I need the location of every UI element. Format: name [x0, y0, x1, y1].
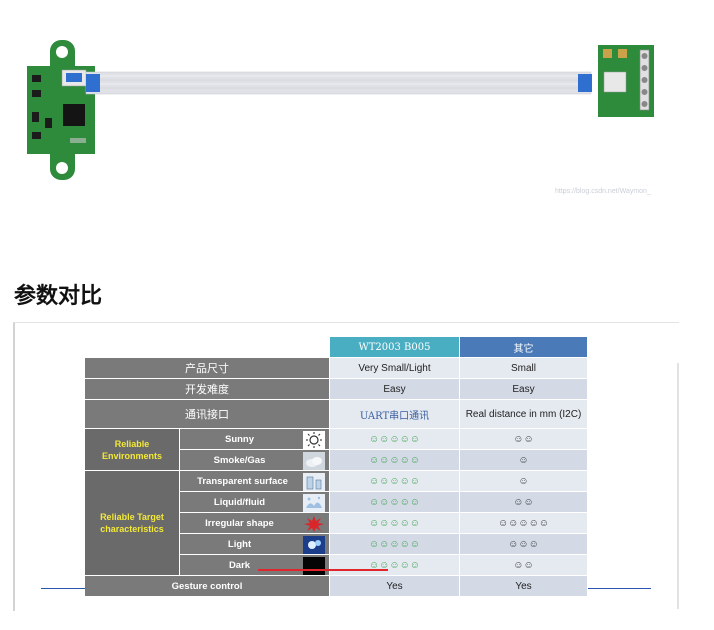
red-underline: [258, 569, 388, 571]
sub-label-text: Dark: [228, 559, 251, 571]
table-row: Reliable Target characteristics Transpar…: [85, 471, 588, 576]
rating: ☺: [518, 475, 529, 487]
cell-a: ☺☺☺☺☺: [330, 471, 460, 492]
table-row: Reliable Environments Sunny ☺☺☺☺☺ ☺☺: [85, 429, 588, 471]
sub-label: Dark: [180, 555, 330, 576]
cell-a: Very Small/Light: [330, 358, 460, 379]
row-label: 开发难度: [85, 379, 330, 400]
rating: ☺☺☺: [508, 538, 539, 550]
sub-label-text: Liquid/fluid: [213, 496, 266, 508]
rating: ☺☺☺☺☺: [368, 454, 421, 466]
cell-b: ☺☺: [460, 429, 588, 450]
header-other: 其它: [460, 337, 588, 358]
rating: ☺: [518, 454, 529, 466]
right-edge-line: [677, 363, 679, 609]
cell-b: ☺: [460, 471, 588, 492]
comparison-screenshot: WT2003 B005 其它 产品尺寸 Very Small/Light Sma…: [13, 322, 679, 611]
row-label: 产品尺寸: [85, 358, 330, 379]
sub-label-text: Irregular shape: [205, 517, 274, 529]
cell-a: Yes: [330, 576, 460, 597]
product-photo: [27, 40, 654, 180]
table-row: Irregular shape ☺☺☺☺☺ ☺☺☺☺☺: [85, 513, 588, 534]
spiky-ball-icon: [303, 515, 325, 533]
rating: ☺☺☺☺☺: [368, 496, 421, 508]
light-burst-icon: [303, 536, 325, 554]
sub-label: Liquid/fluid: [180, 492, 330, 513]
header-wt2003: WT2003 B005: [330, 337, 460, 358]
sub-label: Smoke/Gas: [180, 450, 330, 471]
rating: ☺☺☺☺☺: [368, 475, 421, 487]
cell-a: UART串口通讯: [330, 400, 460, 429]
cell-a: Easy: [330, 379, 460, 400]
rating: ☺☺: [513, 496, 534, 508]
table-row: Light ☺☺☺☺☺ ☺☺☺: [85, 534, 588, 555]
cell-b: Real distance in mm (I2C): [460, 400, 588, 429]
cloud-icon: [303, 452, 325, 470]
sub-label-text: Light: [227, 538, 252, 550]
watermark: https://blog.csdn.net/Waymon_: [555, 188, 651, 195]
sun-icon: [303, 431, 325, 449]
rating: ☺☺☺☺☺: [368, 559, 421, 571]
sub-label-text: Sunny: [224, 433, 255, 445]
sub-label: Irregular shape: [180, 513, 330, 534]
rating: ☺☺: [513, 433, 534, 445]
group-label-target: Reliable Target characteristics: [85, 471, 180, 576]
sub-label: Light: [180, 534, 330, 555]
rating: ☺☺☺☺☺: [368, 517, 421, 529]
cell-a: ☺☺☺☺☺: [330, 534, 460, 555]
cell-a: ☺☺☺☺☺: [330, 555, 460, 576]
cell-b: ☺☺☺: [460, 534, 588, 555]
cell-b: ☺☺☺☺☺: [460, 513, 588, 534]
ribbon-cable: [85, 71, 592, 95]
glass-icon: [303, 473, 325, 491]
cell-a: ☺☺☺☺☺: [330, 513, 460, 534]
table-row: 通讯接口 UART串口通讯 Real distance in mm (I2C): [85, 400, 588, 429]
cell-b: Small: [460, 358, 588, 379]
rating: ☺☺☺☺☺: [368, 538, 421, 550]
rating: ☺☺☺☺☺: [368, 433, 421, 445]
cell-b: ☺☺: [460, 492, 588, 513]
cell-b: Easy: [460, 379, 588, 400]
table-row: 产品尺寸 Very Small/Light Small: [85, 358, 588, 379]
table-row: Liquid/fluid ☺☺☺☺☺ ☺☺: [85, 492, 588, 513]
splash-icon: [303, 494, 325, 512]
adapter-board: [598, 45, 654, 117]
table-row: 开发难度 Easy Easy: [85, 379, 588, 400]
dark-square-icon: [303, 557, 325, 575]
sensor-board: [27, 40, 95, 180]
sub-label-text: Smoke/Gas: [213, 454, 266, 466]
rating: ☺☺☺☺☺: [497, 517, 550, 529]
comparison-table: WT2003 B005 其它 产品尺寸 Very Small/Light Sma…: [85, 337, 588, 597]
cell-a: ☺☺☺☺☺: [330, 450, 460, 471]
table-header-row: WT2003 B005 其它: [85, 337, 588, 358]
cell-b: Yes: [460, 576, 588, 597]
sub-label-text: Transparent surface: [197, 475, 288, 487]
table-row: Gesture control Yes Yes: [85, 576, 588, 597]
cell-b: ☺: [460, 450, 588, 471]
row-label: Gesture control: [85, 576, 330, 597]
sub-label: Transparent surface: [180, 471, 330, 492]
header-blank: [85, 337, 330, 358]
cell-b: ☺☺: [460, 555, 588, 576]
section-heading: 参数对比: [14, 283, 103, 309]
row-label: 通讯接口: [85, 400, 330, 429]
cell-a: ☺☺☺☺☺: [330, 429, 460, 450]
group-label-environments: Reliable Environments: [85, 429, 180, 471]
table-row: Smoke/Gas ☺☺☺☺☺ ☺: [85, 450, 588, 471]
sub-label: Sunny: [180, 429, 330, 450]
cell-a: ☺☺☺☺☺: [330, 492, 460, 513]
rating: ☺☺: [513, 559, 534, 571]
